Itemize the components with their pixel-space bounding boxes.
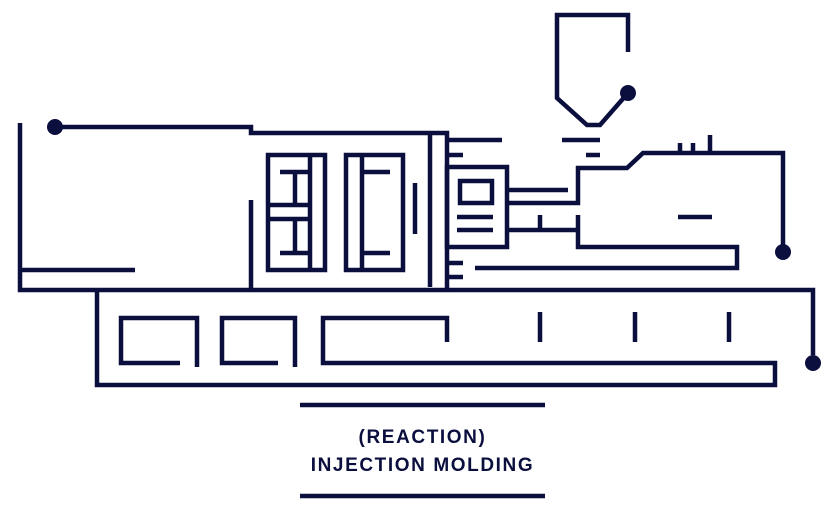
injection-unit bbox=[444, 135, 786, 280]
machine-frame bbox=[17, 123, 816, 355]
hopper bbox=[554, 12, 631, 158]
clamp-unit bbox=[265, 152, 406, 273]
connector-dot-hopper bbox=[620, 85, 636, 101]
connector-dot-base bbox=[805, 355, 821, 371]
caption-line-1: (REACTION) bbox=[358, 427, 487, 448]
machine-base bbox=[94, 290, 778, 388]
caption-line-2: INJECTION MOLDING bbox=[310, 455, 535, 476]
connector-dot-injection bbox=[775, 244, 791, 260]
connector-dot-left bbox=[47, 119, 63, 135]
